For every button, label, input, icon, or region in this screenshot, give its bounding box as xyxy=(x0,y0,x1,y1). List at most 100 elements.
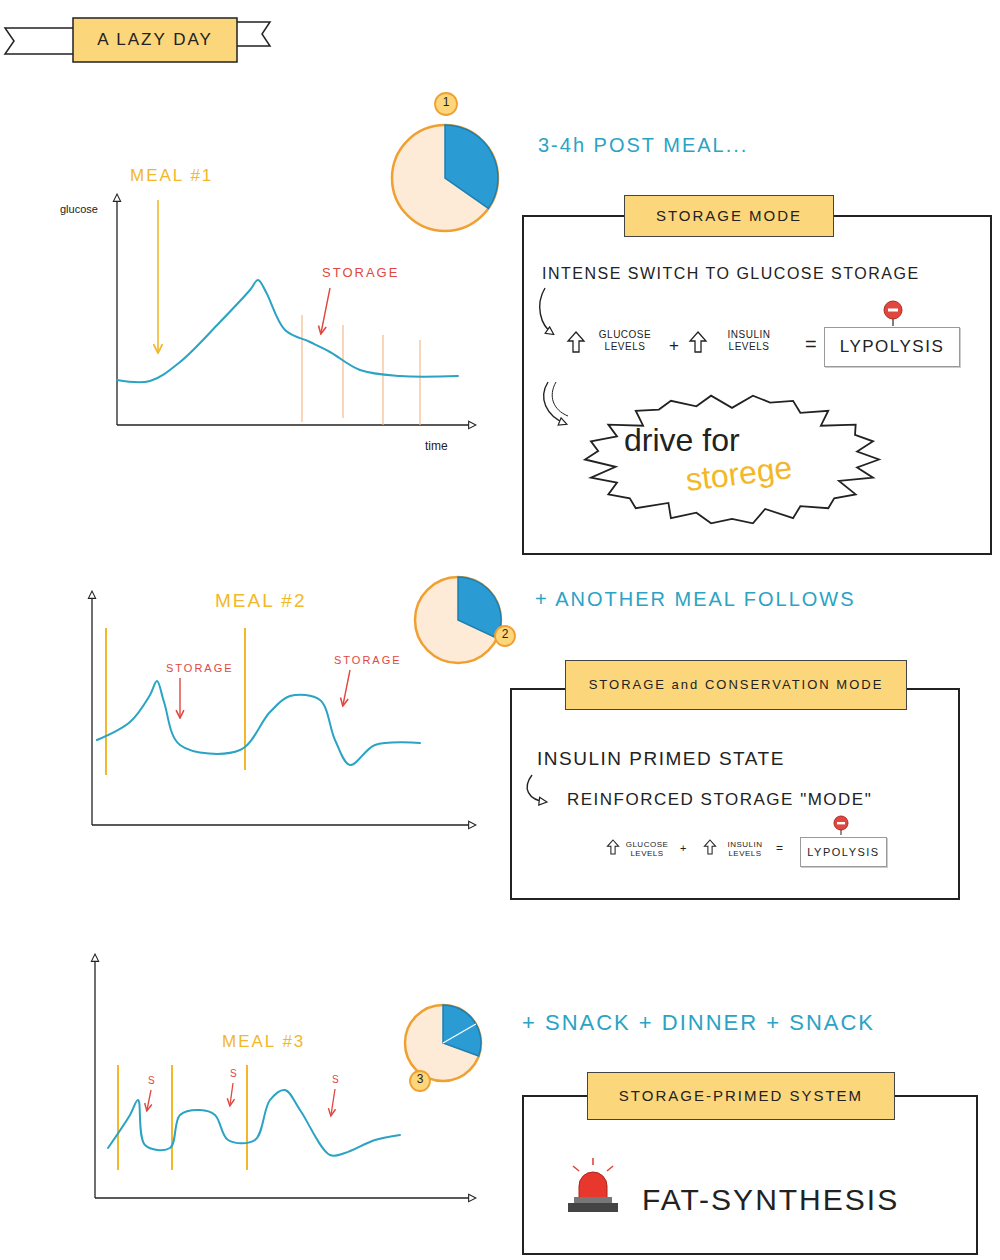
glucose-chart-3-part xyxy=(230,1083,233,1105)
panel-text: INSULIN LEVELS xyxy=(720,840,770,858)
storage-marker: S xyxy=(148,1075,157,1087)
storage-marker: STORAGE xyxy=(166,662,234,675)
glucose-chart-1-part xyxy=(419,340,420,425)
glucose-chart-2-part xyxy=(244,628,246,770)
storage-marker: S xyxy=(332,1074,341,1086)
panel-text: = xyxy=(776,842,785,856)
mode-panel: STORAGE and CONSERVATION MODEINSULIN PRI… xyxy=(510,688,960,900)
panel-text: GLUCOSE LEVELS xyxy=(594,329,656,352)
glucose-chart-3-part xyxy=(147,1090,151,1110)
alarm-icon-part xyxy=(592,1158,594,1165)
alarm-icon-part xyxy=(573,1166,579,1171)
starburst-shape xyxy=(585,396,879,524)
glucose-chart-1-part xyxy=(321,288,330,333)
axis-label: time xyxy=(425,440,448,454)
panel-heading: STORAGE-PRIMED SYSTEM xyxy=(587,1072,895,1120)
glucose-chart-2-part xyxy=(92,824,475,825)
clock-3-part xyxy=(405,1005,481,1081)
box-2-symbols-part xyxy=(837,822,845,824)
meal-label: MEAL #2 xyxy=(215,590,306,612)
panel-text: INTENSE SWITCH TO GLUCOSE STORAGE xyxy=(542,265,920,283)
clock-3-part xyxy=(443,1005,481,1056)
storage-marker: STORAGE xyxy=(334,654,402,667)
panel-heading: STORAGE MODE xyxy=(624,195,834,237)
glucose-chart-1-part xyxy=(382,335,383,425)
box-1-symbols-part xyxy=(884,301,902,319)
clock-1-part xyxy=(445,125,498,208)
meal-label: MEAL #1 xyxy=(130,166,213,186)
panel-text: = xyxy=(805,333,818,356)
box-2-symbols-part xyxy=(607,840,618,854)
glucose-chart-1-part xyxy=(157,200,159,352)
step-caption: + ANOTHER MEAL FOLLOWS xyxy=(535,588,856,611)
title-banner xyxy=(5,18,270,62)
clock-2-part xyxy=(495,626,515,646)
title-banner-part xyxy=(5,28,78,54)
step-caption: 3-4h POST MEAL... xyxy=(538,134,748,157)
glucose-chart-1-part xyxy=(117,280,458,382)
alarm-icon-part xyxy=(579,1172,607,1198)
box-1-symbols-part xyxy=(690,332,706,352)
mode-panel: STORAGE-PRIMED SYSTEMFAT-SYNTHESIS xyxy=(522,1095,978,1255)
clock-2-part xyxy=(415,577,501,663)
storage-marker: STORAGE xyxy=(322,266,399,281)
alarm-icon-part xyxy=(568,1203,618,1212)
glucose-chart-3-part xyxy=(95,1197,475,1198)
box-1-symbols-part xyxy=(568,332,584,352)
axis-label: glucose xyxy=(60,203,98,216)
box-2-symbols-part xyxy=(834,816,848,830)
glucose-chart-3 xyxy=(95,955,475,1198)
title-banner-part xyxy=(73,18,237,62)
glucose-chart-3-part xyxy=(331,1089,335,1115)
inhibited-process-box: LYPOLYSIS xyxy=(824,327,960,367)
clock-1 xyxy=(392,93,498,231)
clock-3-part xyxy=(410,1071,430,1091)
meal-label: MEAL #3 xyxy=(222,1032,305,1052)
glucose-chart-1-part xyxy=(301,315,302,422)
glucose-chart-1-part xyxy=(116,195,117,425)
glucose-chart-3-part xyxy=(246,1065,248,1170)
storage-marker: S xyxy=(230,1068,239,1080)
callout-number: 1 xyxy=(435,96,457,110)
clock-2-part xyxy=(458,577,501,638)
panel-text: FAT-SYNTHESIS xyxy=(642,1183,899,1218)
clock-1-part xyxy=(435,93,457,115)
box-2-symbols-part xyxy=(704,840,715,854)
glucose-chart-1-part xyxy=(117,424,475,425)
alarm-icon-part xyxy=(574,1197,612,1203)
process-label: LYPOLYSIS xyxy=(840,337,945,357)
title-banner-text: A LAZY DAY xyxy=(73,18,237,62)
glucose-chart-3-part xyxy=(171,1065,173,1170)
glucose-chart-3-part xyxy=(117,1065,119,1170)
panel-text: drive for xyxy=(624,422,740,459)
glucose-chart-2-part xyxy=(343,670,350,705)
starburst-callout: drive forstorege xyxy=(582,392,882,527)
clock-2 xyxy=(415,577,515,663)
box-1-symbols-part xyxy=(888,309,898,312)
clock-3 xyxy=(405,1005,481,1091)
glucose-chart-2-part xyxy=(179,678,180,717)
panel-text: + xyxy=(669,336,680,356)
box-1-symbols-part xyxy=(552,382,568,416)
process-label: LYPOLYSIS xyxy=(807,846,879,859)
box-1-symbols-part xyxy=(544,382,566,424)
alarm-icon-part xyxy=(607,1166,613,1171)
step-caption: + SNACK + DINNER + SNACK xyxy=(522,1010,875,1035)
glucose-chart-1-part xyxy=(342,325,343,418)
panel-text: INSULIN PRIMED STATE xyxy=(537,748,785,770)
panel-text: REINFORCED STORAGE "MODE" xyxy=(567,790,872,810)
box-1-symbols-part xyxy=(540,288,553,334)
box-2-symbols-part xyxy=(527,775,546,802)
panel-text: GLUCOSE LEVELS xyxy=(622,840,672,858)
callout-number: 2 xyxy=(494,628,516,642)
clock-1-part xyxy=(392,125,498,231)
glucose-chart-2-part xyxy=(97,681,420,765)
callout-number: 3 xyxy=(409,1073,431,1087)
panel-heading: STORAGE and CONSERVATION MODE xyxy=(565,660,907,710)
mode-panel: STORAGE MODEINTENSE SWITCH TO GLUCOSE ST… xyxy=(522,215,992,555)
glucose-chart-2-part xyxy=(105,628,107,775)
panel-text: + xyxy=(680,842,688,855)
glucose-chart-1 xyxy=(117,195,475,425)
